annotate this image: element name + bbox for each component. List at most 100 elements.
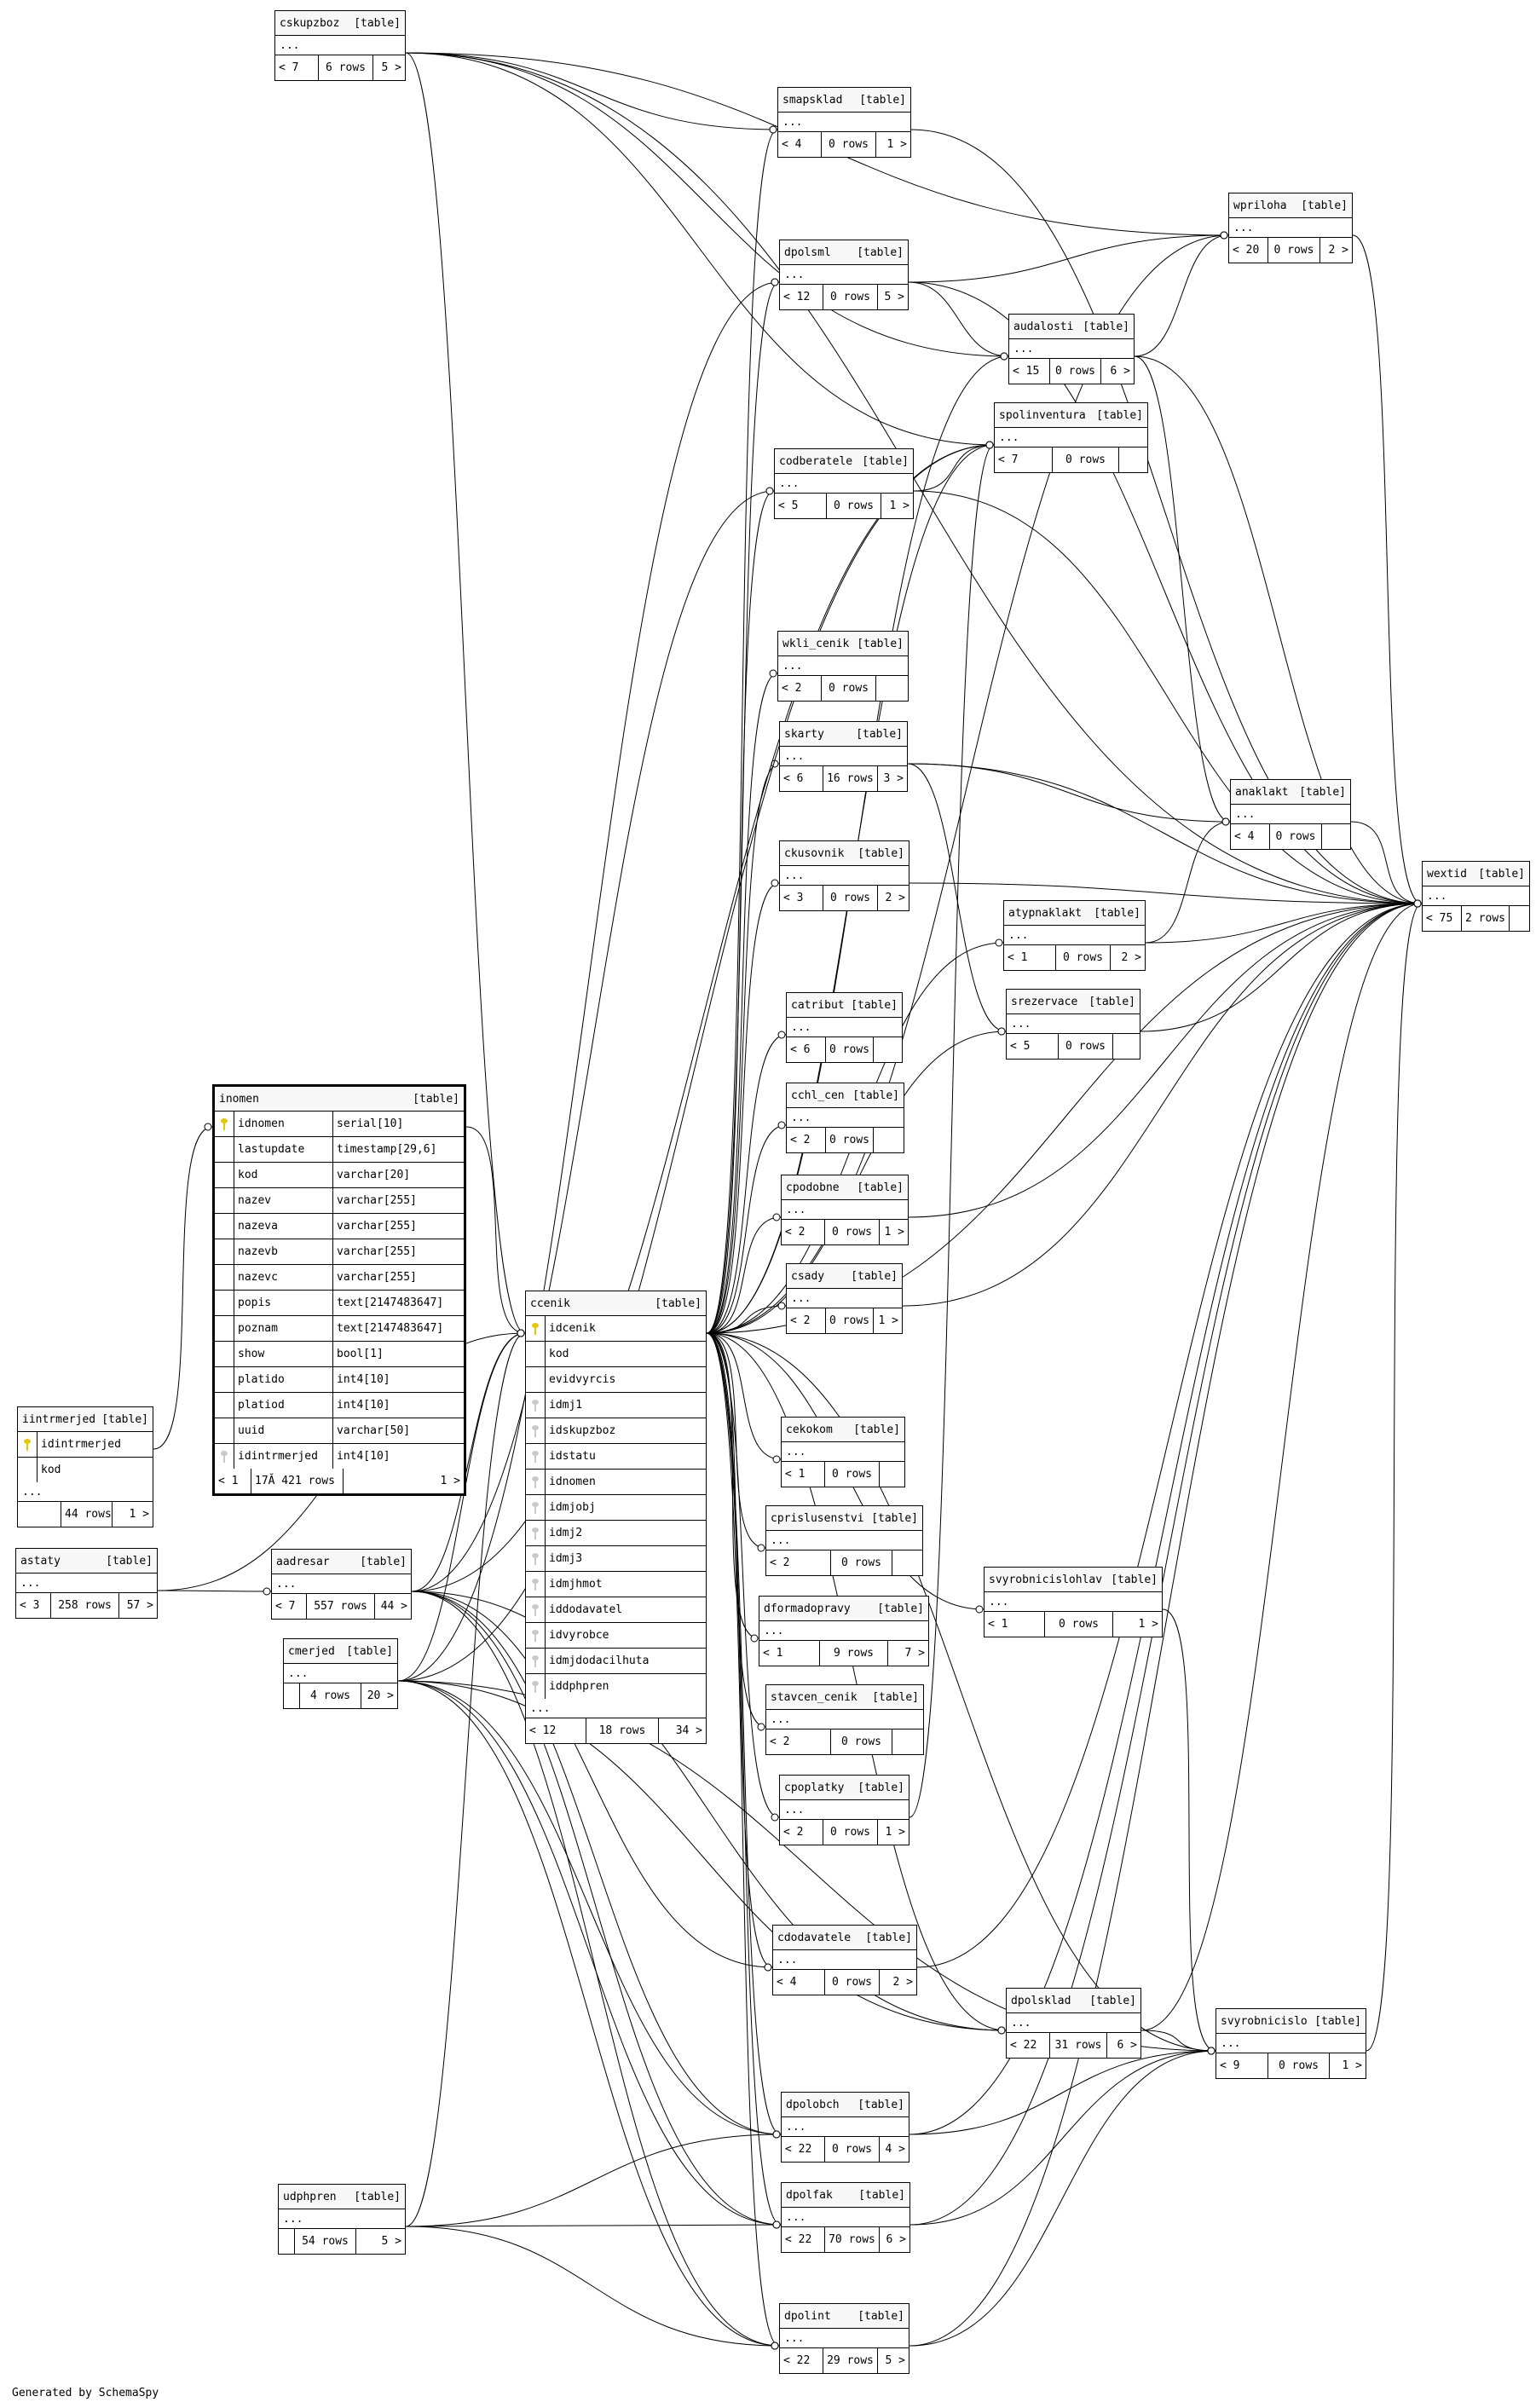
- table-tag: [table]: [1096, 408, 1143, 422]
- column-row[interactable]: idstatu: [526, 1444, 706, 1470]
- relationship-edge: [397, 444, 995, 1682]
- key-icon: [532, 1475, 539, 1488]
- ellipsis: ...: [771, 1712, 791, 1726]
- relationship-edge: [706, 1332, 1007, 2031]
- table-header: iintrmerjed [table]: [18, 1407, 153, 1432]
- column-row[interactable]: idmjhmot: [526, 1572, 706, 1597]
- column-row[interactable]: kod: [18, 1458, 153, 1482]
- table-header: cdodavatele[table]: [773, 1926, 916, 1950]
- column-row[interactable]: idcenik: [526, 1316, 706, 1342]
- stat-rows: 29 rows: [823, 2348, 877, 2373]
- column-row[interactable]: iddphpren: [526, 1674, 706, 1699]
- table-name: inomen: [219, 1092, 259, 1106]
- key-icon: [532, 1578, 539, 1591]
- stat-parents: < 22: [783, 2354, 811, 2367]
- column-row[interactable]: idvyrobce: [526, 1623, 706, 1649]
- table-ellipsis-row: ...: [780, 1800, 909, 1820]
- table-tag: [table]: [1094, 906, 1140, 920]
- stat-rows: 18 rows: [586, 1718, 658, 1743]
- column-row[interactable]: idskupzboz: [526, 1418, 706, 1444]
- stat-parents: < 12: [529, 1724, 557, 1737]
- column-row[interactable]: idmjdodacilhuta: [526, 1649, 706, 1674]
- column-row[interactable]: idnomen: [526, 1470, 706, 1495]
- column-name: kod: [234, 1163, 332, 1187]
- relationship-edge: [411, 1591, 782, 2226]
- column-row[interactable]: idmjobj: [526, 1495, 706, 1521]
- column-type: varchar[255]: [332, 1188, 464, 1213]
- column-row[interactable]: evidvyrcis: [526, 1367, 706, 1393]
- column-row[interactable]: idmj3: [526, 1546, 706, 1572]
- ellipsis: ...: [530, 1701, 551, 1715]
- table-ellipsis-row: ...: [787, 1108, 904, 1128]
- column-row[interactable]: idmj2: [526, 1521, 706, 1546]
- column-row[interactable]: idmj1: [526, 1393, 706, 1418]
- stat-parents: < 7: [998, 453, 1019, 466]
- table-tag: [table]: [851, 1269, 898, 1283]
- key-icon: [532, 1399, 539, 1412]
- stat-rows: 0 rows: [1049, 359, 1100, 384]
- table-name: skarty: [784, 727, 824, 741]
- table-ellipsis-row: ...: [780, 2329, 909, 2348]
- relationship-edge: [908, 281, 1423, 904]
- stat-children: 1 >: [879, 1220, 908, 1244]
- edge-end-marker: [777, 1031, 786, 1039]
- column-row[interactable]: iddodavatel: [526, 1597, 706, 1623]
- column-row[interactable]: idintrmerjed: [18, 1432, 153, 1458]
- relationship-edge: [706, 1332, 782, 2226]
- column-row[interactable]: kod: [526, 1342, 706, 1367]
